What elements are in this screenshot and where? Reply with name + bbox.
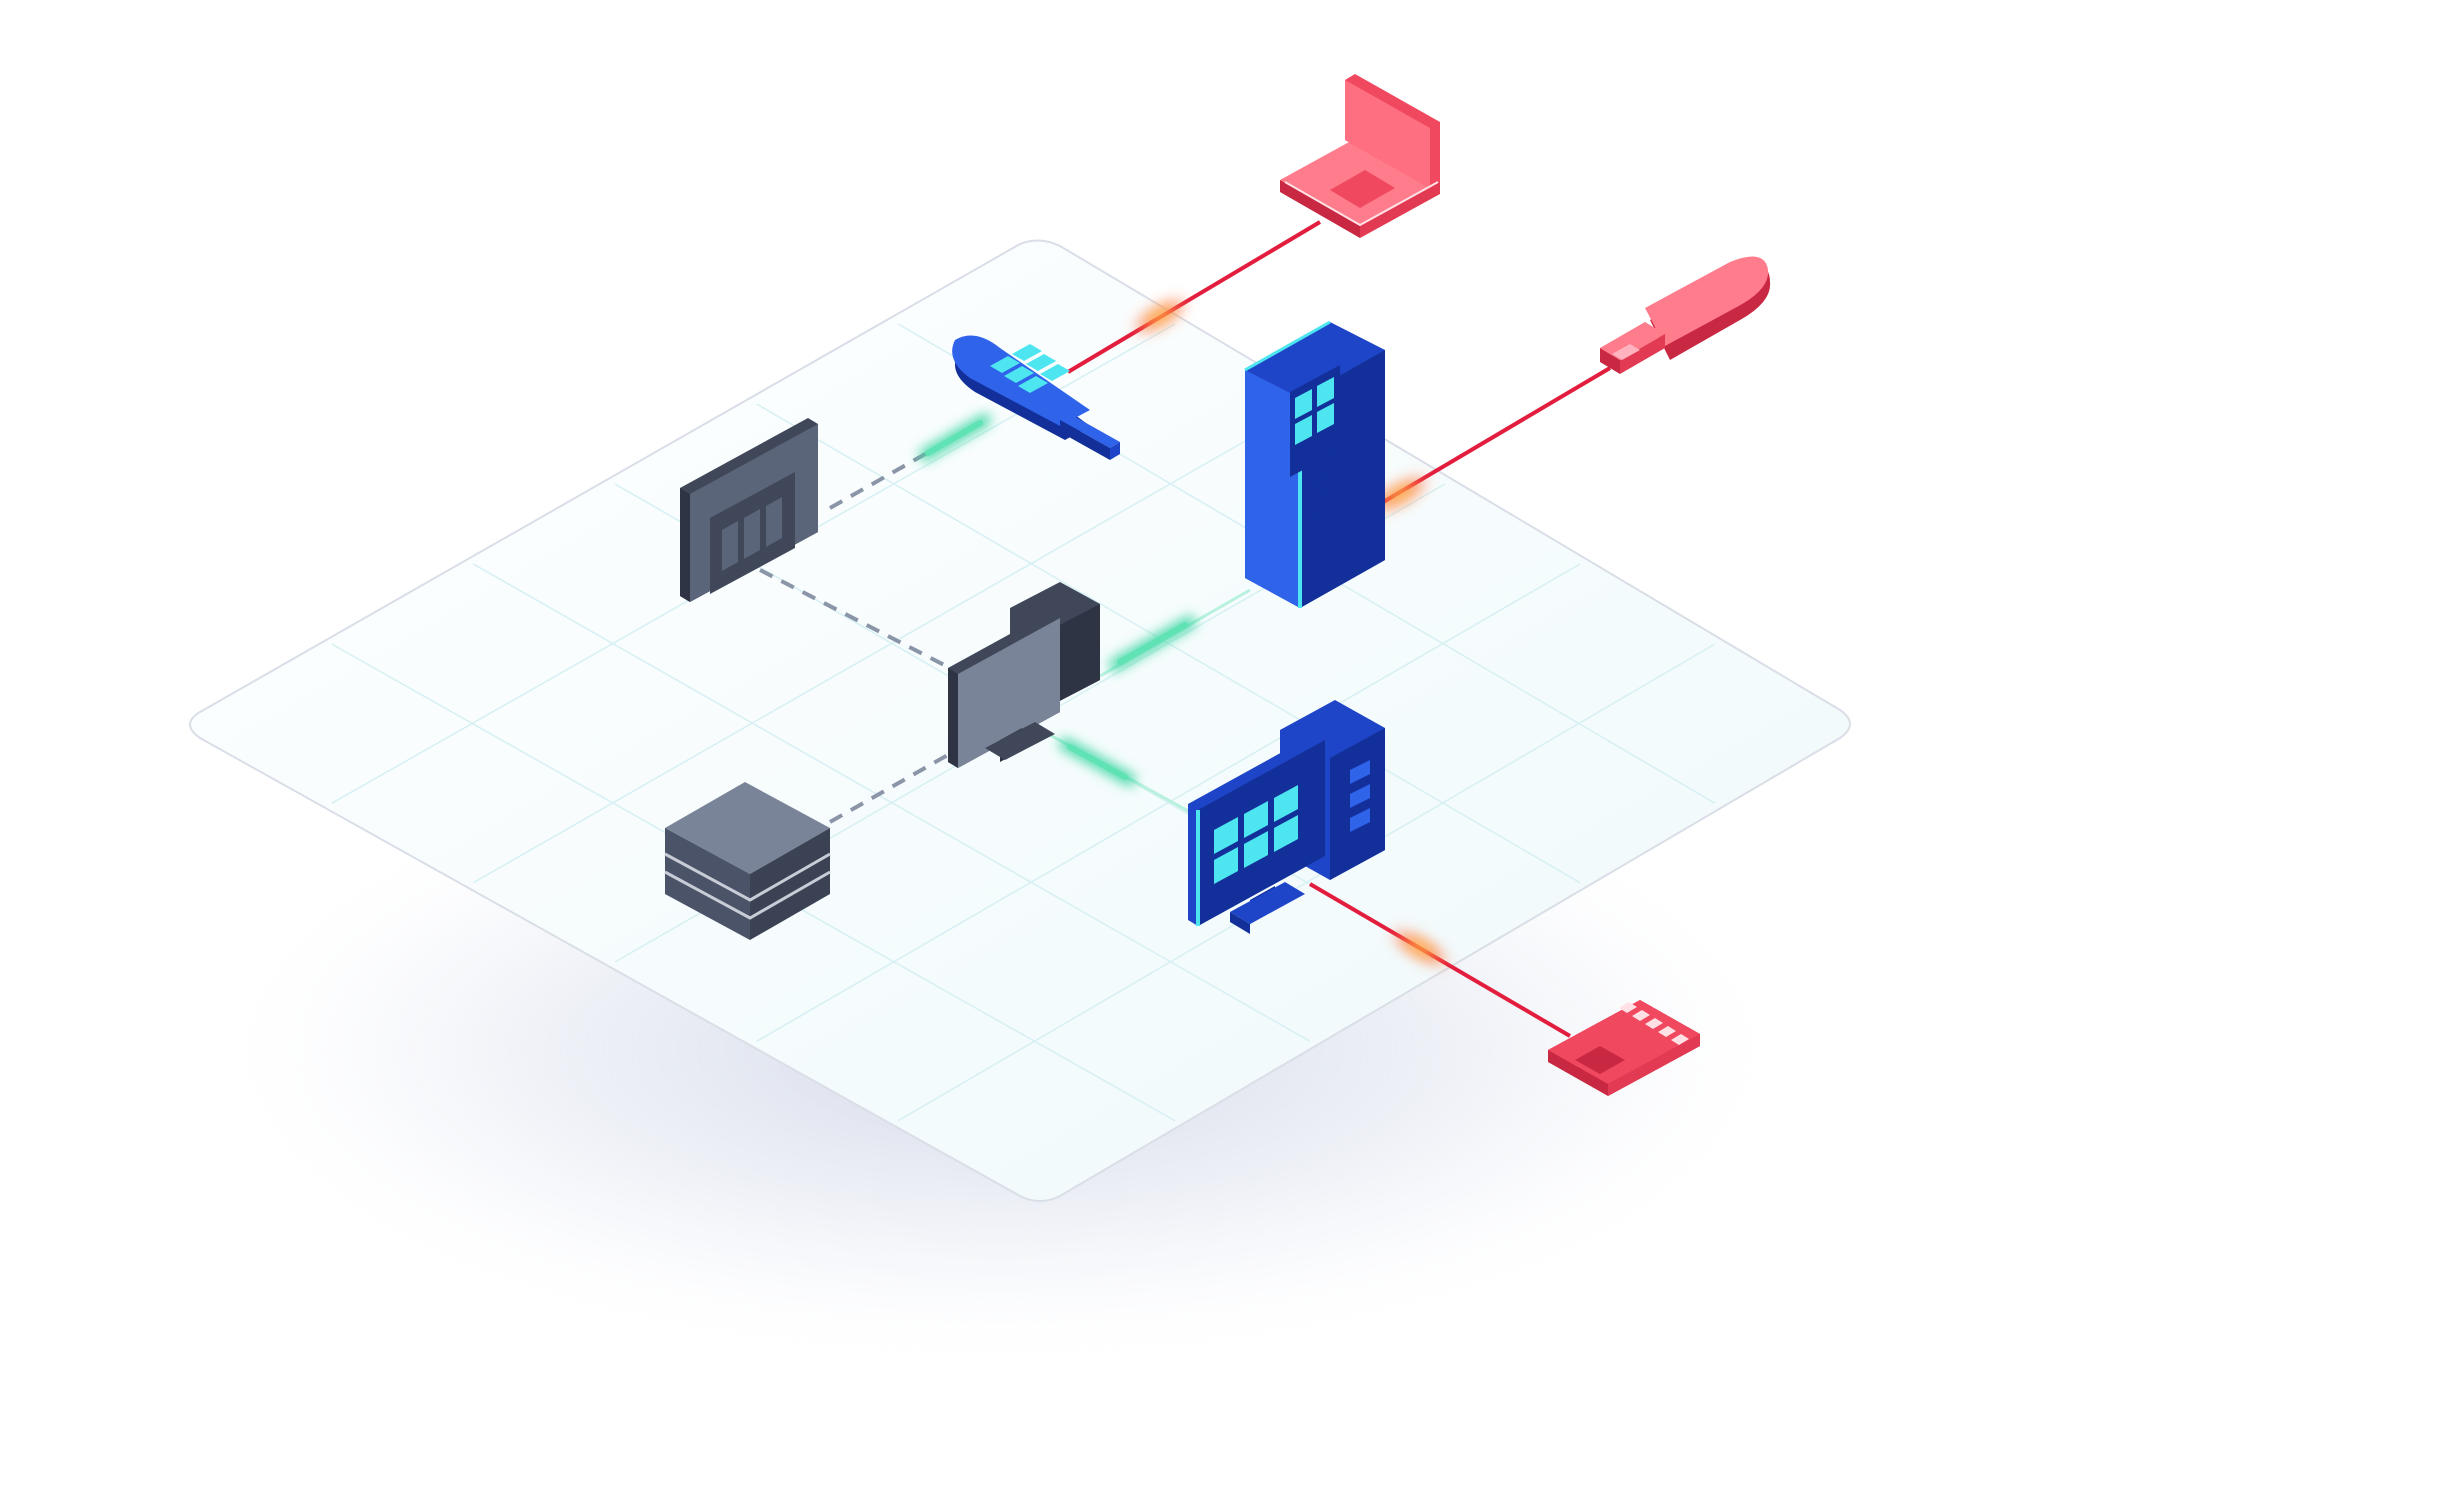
usb-drive-threat-icon (1600, 256, 1771, 374)
kiosk-terminal-icon (1244, 320, 1385, 608)
link-storage-workstation (829, 746, 961, 824)
usb-drive-trusted-icon (952, 335, 1120, 460)
links (759, 220, 1612, 1038)
link-usb-trusted-monitor-green (919, 414, 991, 461)
link-monitor-workstation (759, 568, 951, 670)
legacy-monitor-icon (680, 418, 818, 602)
link-workstation-desktop (1029, 722, 1191, 814)
central-workstation-icon (948, 582, 1100, 768)
desktop-computer-icon (1188, 700, 1385, 934)
link-workstation-kiosk (1099, 588, 1251, 678)
laptop-threat-icon (1280, 74, 1440, 238)
link-desktop-sd-blocked (1308, 882, 1572, 1038)
storage-box-icon (664, 782, 831, 940)
sd-card-threat-icon (1548, 1000, 1700, 1096)
link-usb-laptop-blocked (1066, 220, 1322, 374)
